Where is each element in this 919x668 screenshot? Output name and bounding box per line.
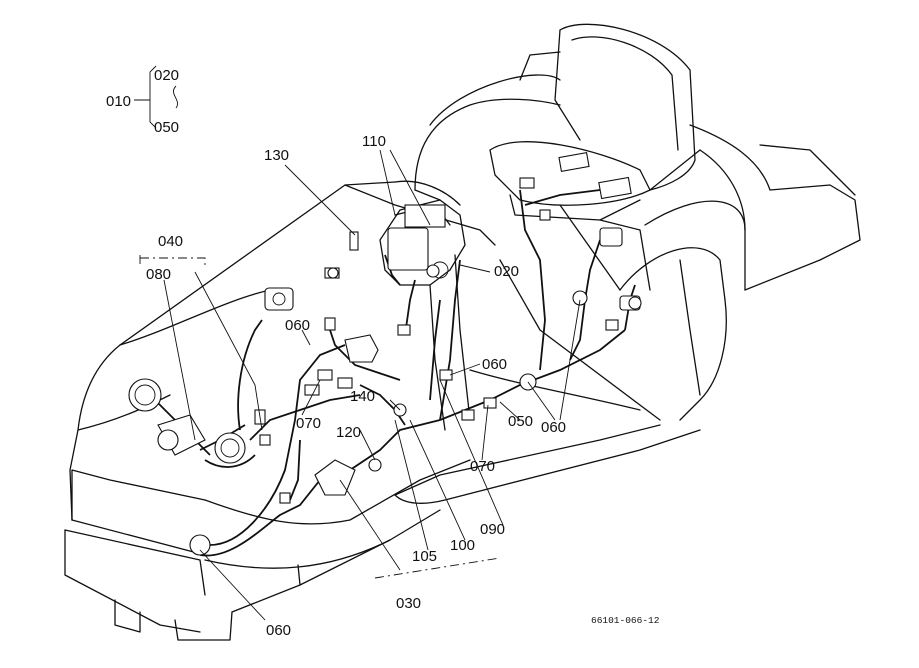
relay — [264, 287, 294, 311]
label-030: 030 — [396, 595, 421, 612]
label-050: 050 — [508, 413, 533, 430]
label-060-rear: 060 — [541, 419, 566, 436]
label-130: 130 — [264, 147, 289, 164]
headlight-right — [214, 432, 246, 464]
starter-motor — [344, 334, 379, 363]
label-110: 110 — [362, 133, 386, 150]
tractor-body-outline — [64, 23, 861, 641]
key-switch — [426, 264, 440, 278]
label-060-dash: 060 — [285, 317, 310, 334]
label-140: 140 — [350, 388, 375, 405]
label-050-range-end: 050 — [154, 119, 179, 136]
instrument-panel — [387, 227, 429, 271]
label-060-front: 060 — [266, 622, 291, 639]
label-070-right: 070 — [470, 458, 495, 475]
label-060-column: 060 — [482, 356, 507, 373]
leader-lines — [134, 65, 581, 621]
label-105: 105 — [412, 548, 437, 565]
label-080: 080 — [146, 266, 171, 283]
headlight-left — [128, 378, 162, 412]
label-090: 090 — [480, 521, 505, 538]
label-020: 020 — [494, 263, 519, 280]
label-100: 100 — [450, 537, 475, 554]
label-040: 040 — [158, 233, 183, 250]
label-010: 010 — [106, 93, 131, 110]
part-labels: 010 020 050 110 130 040 080 020 060 060 … — [106, 67, 660, 639]
regulator-box — [314, 459, 356, 496]
components — [128, 152, 642, 556]
label-020-range-start: 020 — [154, 67, 179, 84]
label-070-left: 070 — [296, 415, 321, 432]
label-120: 120 — [336, 424, 361, 441]
figure-code: 66101-066-12 — [591, 615, 660, 626]
